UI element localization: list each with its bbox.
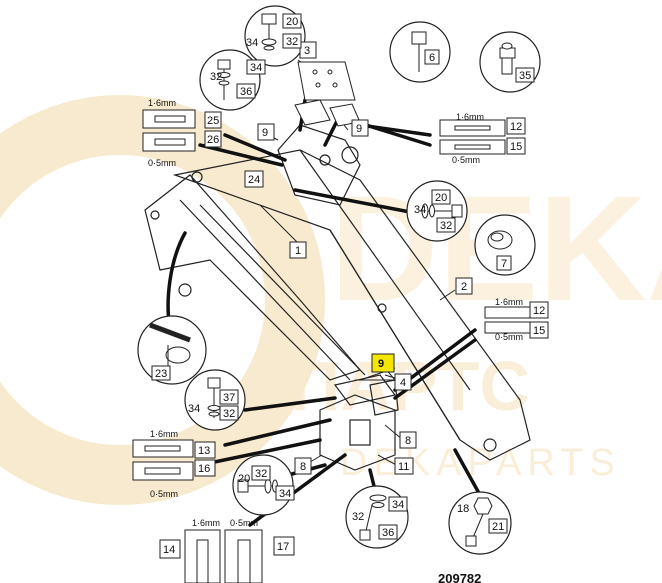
callout-20-top: 20 [286, 16, 298, 28]
callout-35: 35 [519, 70, 531, 82]
shim-label-bl-thin: 0·5mm [230, 518, 258, 528]
highlight-box [371, 353, 395, 373]
detail-circle-bottom-right-18 [448, 491, 512, 555]
detail-callout-numbers: 20 34 32 34 32 36 6 35 20 34 32 7 23 37 … [155, 16, 531, 539]
shim-label-bl-thick: 1·6mm [192, 518, 220, 528]
callout-32-top: 32 [286, 36, 298, 48]
callout-1: 1 [295, 245, 301, 257]
shim-label-ml-thin: 0·5mm [150, 489, 178, 499]
callout-25: 25 [207, 115, 219, 127]
shim-labels: 1·6mm 0·5mm 1·6mm 0·5mm 1·6mm 0·5mm 1·6m… [148, 98, 523, 528]
callout-15-mid: 15 [533, 325, 545, 337]
callout-32-bottom: 32 [352, 511, 364, 523]
watermark: DEKA ПАРТС DEKAPARTS [0, 95, 662, 505]
callout-9-highlight: 9 [378, 358, 384, 370]
plate-part-3 [294, 61, 361, 127]
shims-top-right [439, 119, 506, 155]
callout-24: 24 [248, 174, 260, 186]
callout-9-right: 9 [356, 123, 362, 135]
document-number: 209782 [438, 571, 481, 583]
detail-callout-frames [151, 13, 535, 540]
shim-label-mr-thin: 0·5mm [495, 332, 523, 342]
callout-37: 37 [223, 392, 235, 404]
callout-14: 14 [163, 544, 175, 556]
callout-15-top: 15 [510, 141, 522, 153]
callout-11: 11 [398, 461, 409, 473]
callout-6: 6 [429, 52, 435, 64]
callout-2: 2 [461, 281, 467, 293]
detail-circle-nipple-35 [479, 31, 541, 93]
detail-circle-upper-left [199, 49, 261, 111]
callout-34-ul: 34 [250, 62, 262, 74]
callout-21: 21 [492, 521, 504, 533]
callout-9-left: 9 [262, 127, 268, 139]
callout-12-top: 12 [510, 121, 522, 133]
callout-23: 23 [155, 368, 167, 380]
callout-12-mid: 12 [533, 305, 545, 317]
callout-7: 7 [501, 258, 507, 270]
shim-label-tl-thin: 0·5mm [148, 158, 176, 168]
callout-34-top: 34 [246, 37, 258, 49]
callout-34-right: 34 [414, 204, 426, 216]
callout-36-ul: 36 [240, 86, 252, 98]
shims-mid-left [132, 439, 194, 481]
detail-circle-bolt-6 [389, 21, 451, 83]
shim-label-tl-thick: 1·6mm [148, 98, 176, 108]
callout-8-right: 8 [405, 435, 411, 447]
callout-36-bottom: 36 [382, 527, 394, 539]
shim-label-tr-thin: 0·5mm [452, 155, 480, 165]
shim-label-tr-thick: 1·6mm [456, 112, 484, 122]
callout-34-bl: 34 [279, 488, 291, 500]
callout-34-bottom: 34 [392, 499, 404, 511]
callout-32-ul: 32 [210, 71, 222, 83]
callout-numbers: 3 9 9 25 26 12 15 24 1 2 12 15 9 4 13 16… [163, 45, 545, 556]
callout-13: 13 [198, 445, 210, 457]
detail-circle-23 [137, 315, 207, 385]
callout-32-ml: 32 [223, 408, 235, 420]
callout-32-bl: 32 [255, 468, 267, 480]
callout-26: 26 [207, 134, 219, 146]
watermark-text-3: DEKAPARTS [340, 442, 621, 484]
callout-box-frames [159, 41, 549, 559]
detail-circle-bottom-left-20 [232, 454, 294, 516]
callout-20-bl: 20 [238, 473, 250, 485]
shim-label-mr-thick: 1·6mm [495, 297, 523, 307]
callout-8-left: 8 [300, 461, 306, 473]
callout-3: 3 [304, 45, 310, 57]
callout-34-ml: 34 [188, 403, 200, 415]
callout-32-right: 32 [440, 220, 452, 232]
callout-17: 17 [277, 541, 289, 553]
shims-bottom-left [184, 529, 263, 583]
shims-top-left [142, 109, 196, 152]
shim-label-ml-thick: 1·6mm [150, 429, 178, 439]
callout-4: 4 [400, 377, 406, 389]
detail-circle-7 [474, 214, 536, 276]
callout-18: 18 [457, 503, 469, 515]
callout-16: 16 [198, 463, 210, 475]
callout-20-right: 20 [435, 192, 447, 204]
